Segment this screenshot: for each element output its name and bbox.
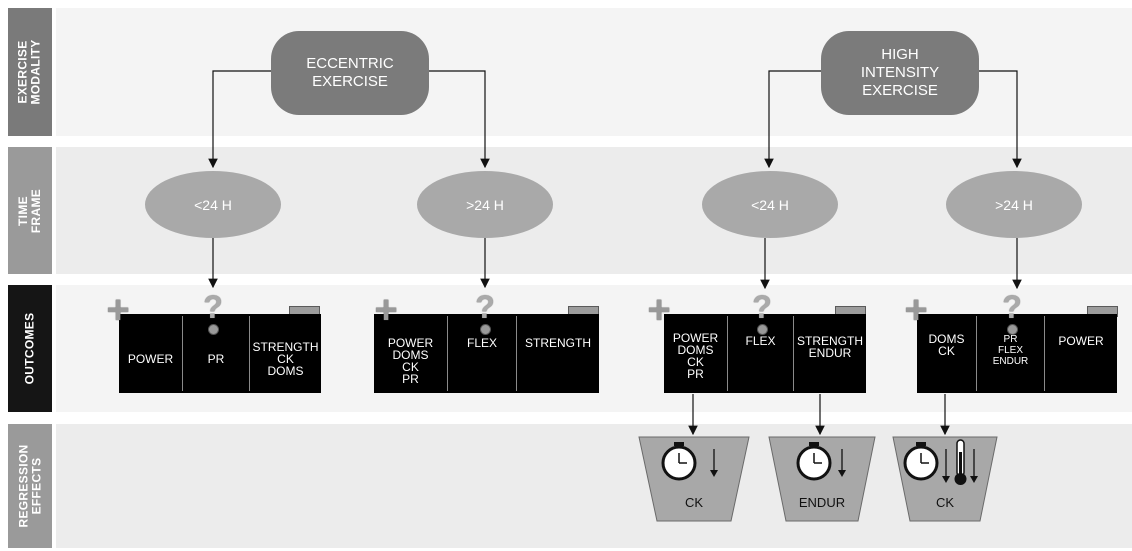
outcome-cell: PR	[207, 352, 225, 366]
outcome-cell: STRENGTH	[525, 336, 591, 350]
row-label-exercise-modality: EXERCISE MODALITY	[8, 8, 52, 136]
question-mark-icon: ?	[203, 289, 223, 325]
modality-high-intensity-exercise: HIGH INTENSITY EXERCISE	[821, 31, 979, 115]
outcome-cell: STRENGTH ENDUR	[797, 334, 863, 360]
plus-icon: +	[374, 288, 398, 332]
stopwatch-icon	[903, 442, 939, 481]
plus-icon: +	[106, 288, 130, 332]
outcome-cell: STRENGTH CK DOMS	[252, 340, 319, 378]
timeframe-oval-1: <24 H	[145, 171, 281, 238]
arrow-down-icon	[710, 449, 718, 477]
arrow-down-icon	[838, 449, 846, 477]
question-mark-icon: ?	[475, 289, 495, 325]
outcome-cell: POWER	[1058, 334, 1104, 348]
regression-box-3: CK	[892, 436, 998, 522]
modality-eccentric-exercise: ECCENTRIC EXERCISE	[271, 31, 429, 115]
plus-icon: +	[647, 288, 671, 332]
outcome-battery-4: + ? DOMS CK PR FLEX ENDUR POWER	[898, 288, 1123, 396]
regression-label: ENDUR	[798, 495, 846, 510]
row-label-outcomes: OUTCOMES	[8, 285, 52, 412]
arrow-down-icon	[970, 449, 978, 483]
outcome-cell: FLEX	[466, 336, 497, 350]
stopwatch-icon	[796, 442, 832, 481]
timeframe-oval-3: <24 H	[702, 171, 838, 238]
thermometer-icon	[954, 439, 967, 485]
timeframe-oval-4: >24 H	[946, 171, 1082, 238]
question-mark-dot	[757, 324, 768, 335]
question-mark-icon: ?	[752, 289, 772, 325]
plus-icon: +	[904, 288, 928, 332]
question-mark-icon: ?	[1002, 289, 1022, 325]
regression-box-1: CK	[638, 436, 750, 522]
outcome-cell: POWER	[127, 352, 174, 366]
outcome-battery-2: + ? POWER DOMS CK PR FLEX STRENGTH	[368, 288, 603, 396]
outcome-battery-1: + ? POWER PR STRENGTH CK DOMS	[100, 288, 325, 396]
row-label-regression-effects: REGRESSION EFFECTS	[8, 424, 52, 548]
outcome-battery-3: + ? POWER DOMS CK PR FLEX STRENGTH ENDUR	[641, 288, 871, 396]
question-mark-dot	[1007, 324, 1018, 335]
outcome-cell: POWER DOMS CK PR	[672, 331, 719, 381]
regression-label: CK	[684, 495, 704, 510]
regression-box-2: ENDUR	[768, 436, 876, 522]
outcome-cell: POWER DOMS CK PR	[387, 336, 434, 386]
question-mark-dot	[208, 324, 219, 335]
arrow-down-icon	[942, 449, 950, 483]
timeframe-oval-2: >24 H	[417, 171, 553, 238]
outcome-cell: DOMS CK	[928, 332, 965, 358]
battery-body	[119, 314, 321, 393]
regression-label: CK	[935, 495, 955, 510]
outcome-cell: PR FLEX ENDUR	[992, 333, 1029, 367]
question-mark-dot	[480, 324, 491, 335]
outcome-cell: FLEX	[745, 334, 776, 348]
stopwatch-icon	[661, 442, 697, 481]
row-label-time-frame: TIME FRAME	[8, 147, 52, 274]
